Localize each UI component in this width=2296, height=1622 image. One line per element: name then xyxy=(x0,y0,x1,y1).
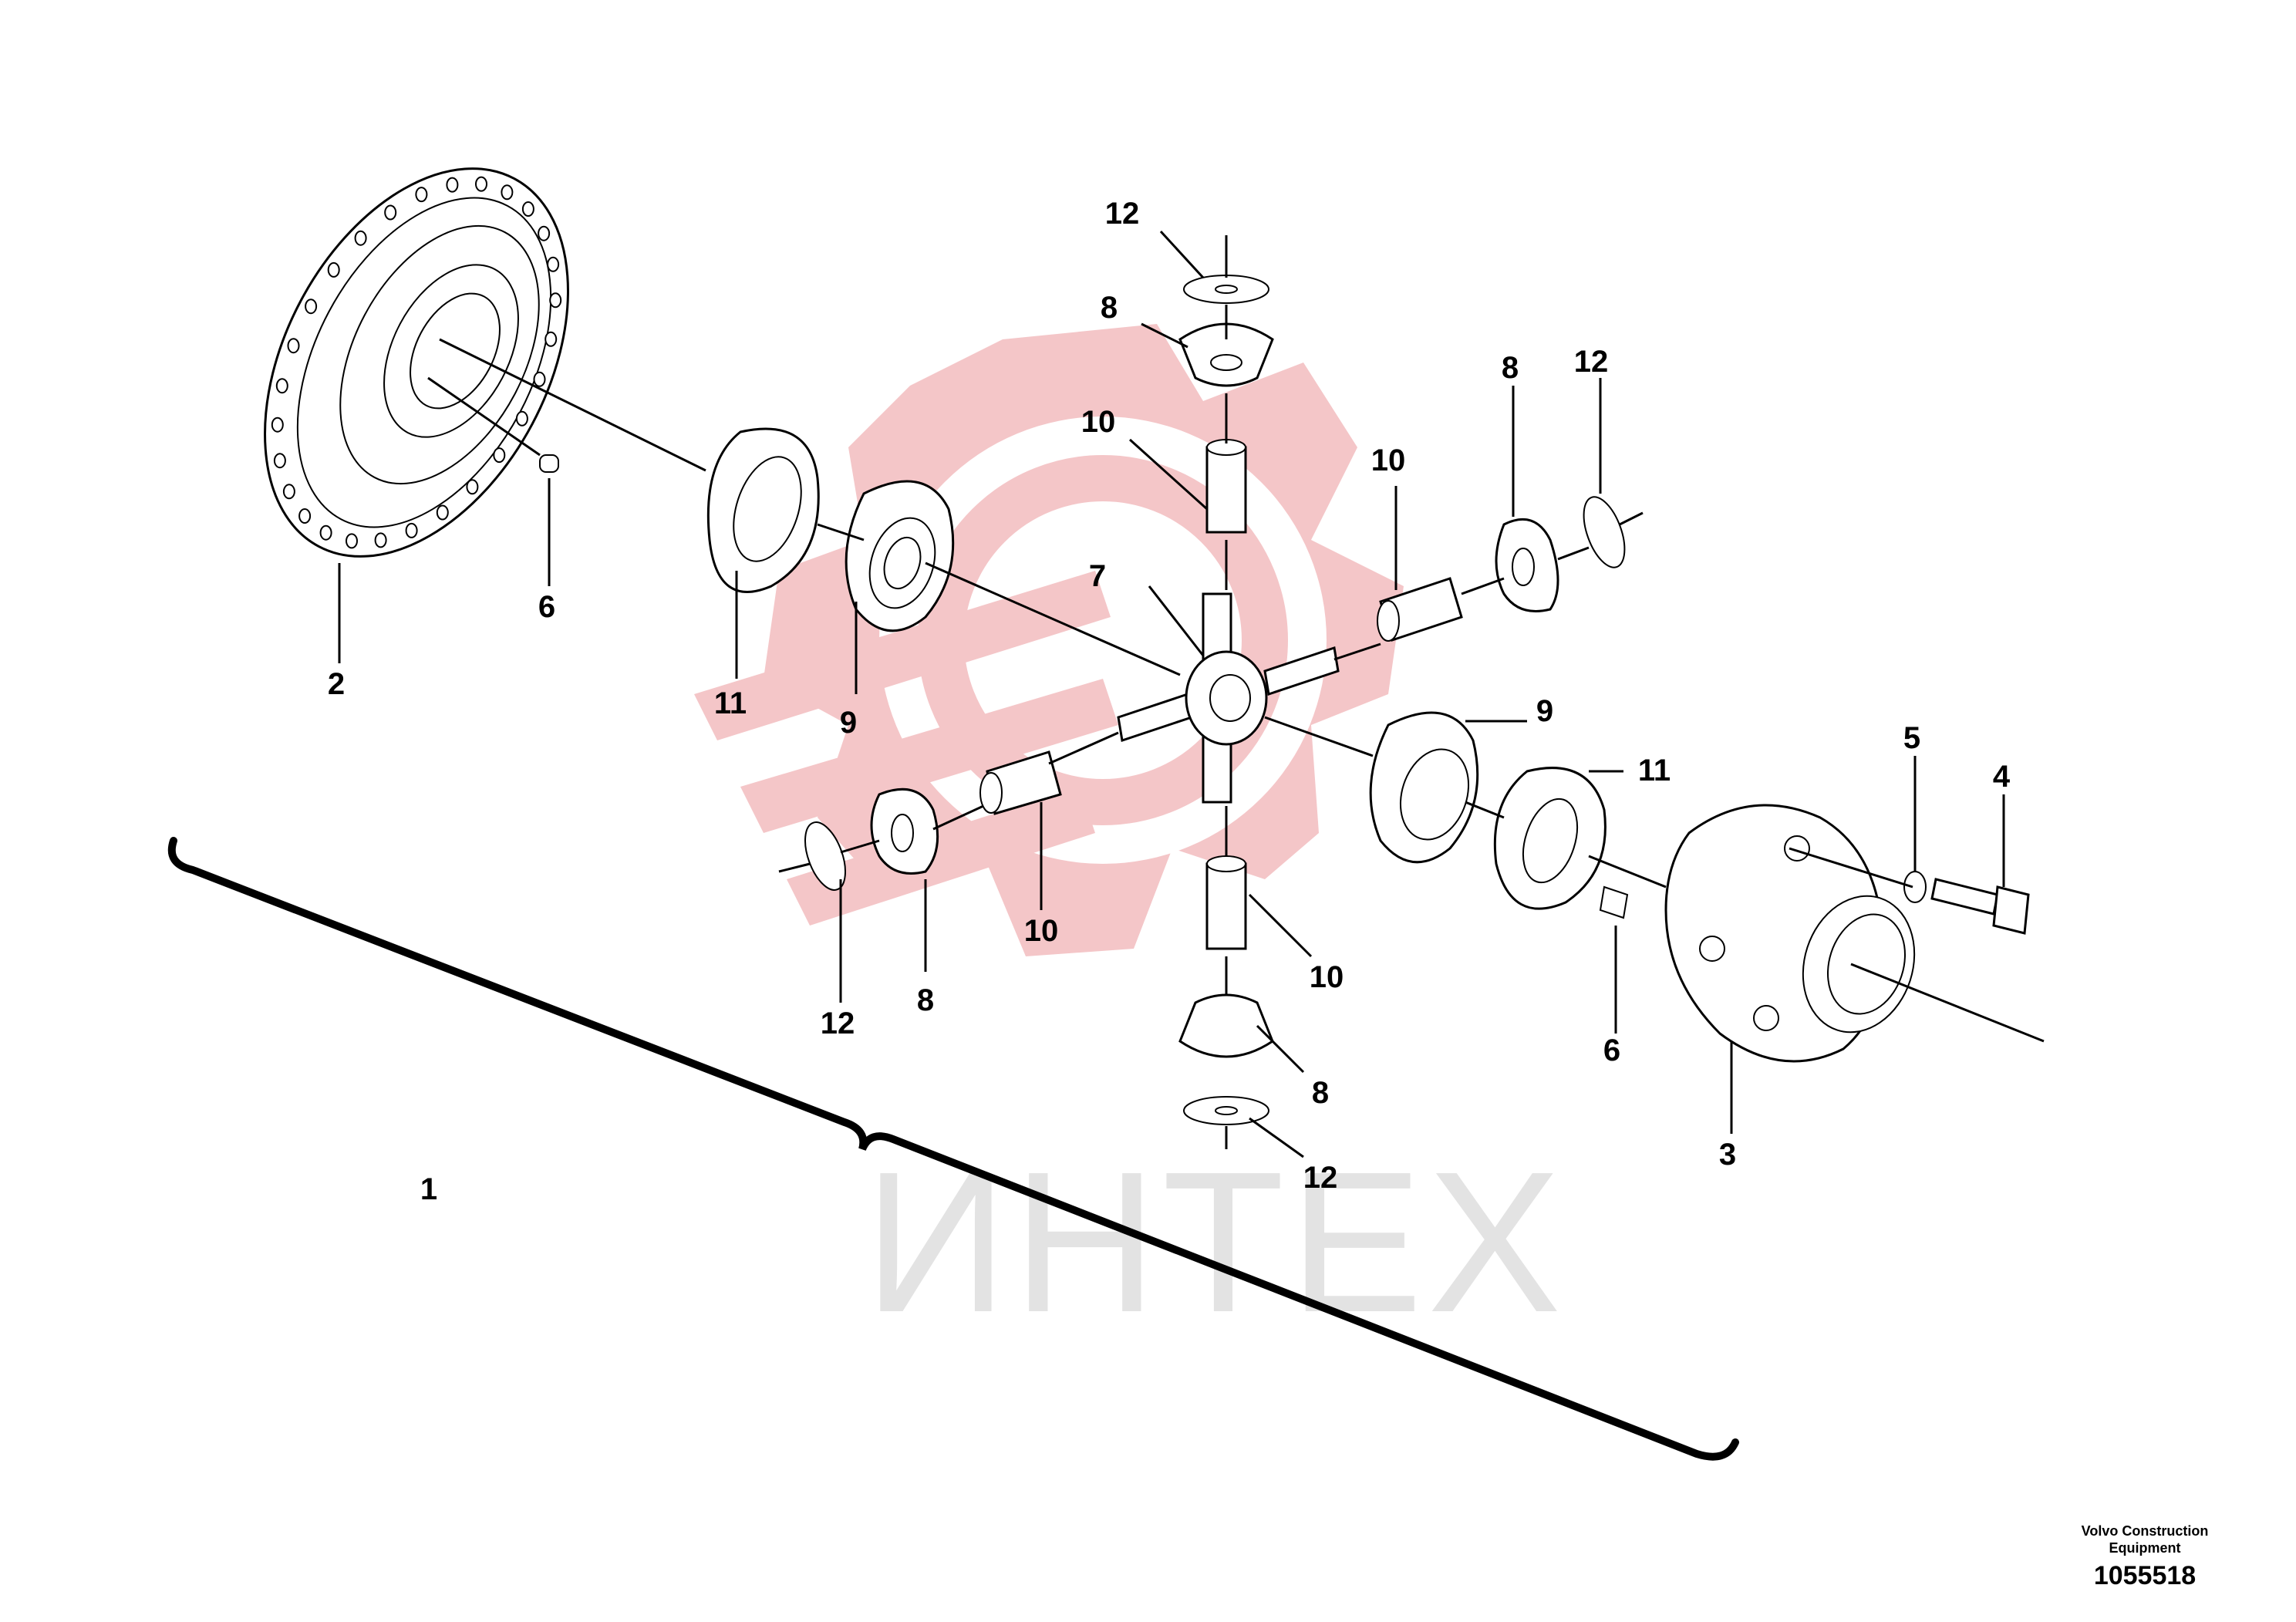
callout-1: 1 xyxy=(420,1172,437,1206)
ring-bolt-hole xyxy=(287,338,300,354)
part-pinion-gear-right xyxy=(1495,518,1559,612)
callout-10-top: 10 xyxy=(1081,405,1116,439)
part-bushing-left xyxy=(979,750,1062,815)
ring-bolt-hole xyxy=(298,508,312,524)
part-bushing-right xyxy=(1377,577,1463,642)
callout-12-right: 12 xyxy=(1574,345,1609,379)
ring-bolt-hole xyxy=(547,256,560,272)
part-washer xyxy=(1903,871,1927,903)
ring-bolt-hole xyxy=(354,230,367,246)
callout-2: 2 xyxy=(328,667,345,701)
part-shim-bottom xyxy=(1183,1096,1269,1125)
part-thrust-washer-right xyxy=(1493,767,1607,910)
ring-bolt-hole xyxy=(544,331,558,347)
callout-11-right: 11 xyxy=(1638,754,1671,787)
callout-10-left: 10 xyxy=(1024,914,1059,948)
callout-8-right: 8 xyxy=(1502,351,1519,385)
ring-bolt-hole xyxy=(521,201,534,217)
part-spider-cross xyxy=(1117,592,1340,804)
callout-5: 5 xyxy=(1903,721,1920,755)
callout-11-left: 11 xyxy=(714,686,747,720)
callout-12-left: 12 xyxy=(821,1007,855,1040)
part-pin-left xyxy=(539,454,559,473)
part-bushing-top xyxy=(1205,439,1247,534)
callout-10-bottom: 10 xyxy=(1310,960,1344,994)
ring-bolt-hole xyxy=(275,378,288,394)
part-pinion-gear-left xyxy=(870,787,939,875)
part-side-gear-left xyxy=(845,480,955,632)
ring-bolt-hole xyxy=(271,416,284,433)
callout-12-top: 12 xyxy=(1105,197,1140,231)
brand-label: Volvo Construction Equipment xyxy=(2081,1523,2209,1556)
part-bushing-bottom xyxy=(1205,855,1247,950)
part-side-gear-right xyxy=(1369,711,1479,864)
callout-3: 3 xyxy=(1719,1138,1736,1172)
ring-bolt-hole xyxy=(538,225,551,241)
callout-6-left: 6 xyxy=(538,590,555,624)
ring-bolt-hole xyxy=(466,479,479,495)
callout-8-top: 8 xyxy=(1101,291,1118,325)
ring-bolt-hole xyxy=(327,261,340,278)
part-pin-right xyxy=(1599,885,1629,919)
callout-9-left: 9 xyxy=(840,706,857,740)
ring-bolt-hole xyxy=(374,532,387,548)
watermark-gear-logo xyxy=(694,324,1404,956)
ring-bolt-hole xyxy=(282,484,295,500)
ring-bolt-hole xyxy=(533,371,546,387)
ring-bolt-hole xyxy=(405,522,418,538)
drawing-footer: Volvo Construction Equipment 1055518 xyxy=(2060,1523,2230,1591)
drawing-number: 1055518 xyxy=(2093,1561,2197,1590)
ring-bolt-hole xyxy=(549,292,562,309)
ring-bolt-hole xyxy=(273,453,286,469)
ring-bolt-hole xyxy=(501,184,514,201)
part-shim-left xyxy=(804,821,846,891)
callout-6-right: 6 xyxy=(1603,1034,1620,1067)
callout-12-bottom: 12 xyxy=(1303,1161,1338,1195)
ring-bolt-hole xyxy=(384,204,397,221)
callout-7: 7 xyxy=(1089,559,1106,593)
callout-leader-lines xyxy=(338,230,2005,1158)
ring-bolt-hole xyxy=(415,187,428,203)
ring-bolt-hole xyxy=(475,176,487,192)
assembly-axis-lines xyxy=(427,235,2045,1149)
ring-bolt-hole xyxy=(305,298,318,315)
part-ring-gear xyxy=(264,167,569,558)
callout-4: 4 xyxy=(1993,760,2011,794)
callout-8-bottom: 8 xyxy=(1312,1076,1329,1110)
ring-bolt-hole xyxy=(493,447,506,464)
ring-bolt-hole xyxy=(446,177,459,193)
ring-bolt-hole xyxy=(436,504,449,521)
ring-bolt-hole xyxy=(515,410,528,427)
callout-labels: 1 2 3 4 5 6 6 7 8 8 8 8 9 9 10 10 10 10 … xyxy=(328,197,2011,1206)
part-bolt xyxy=(1930,878,2030,935)
part-shim-top xyxy=(1183,275,1269,304)
watermark-text: ИНТЕХ xyxy=(864,1131,1566,1354)
ring-bolt-hole xyxy=(319,524,332,541)
part-pinion-gear-top xyxy=(1178,322,1274,387)
callout-10-right: 10 xyxy=(1371,443,1406,477)
callout-8-left: 8 xyxy=(917,983,934,1017)
part-differential-housing xyxy=(1664,804,1916,1063)
part-thrust-washer-left xyxy=(706,427,820,593)
part-shim-right xyxy=(1583,496,1626,568)
callout-9-right: 9 xyxy=(1536,694,1553,728)
assembly-brace xyxy=(167,837,1739,1461)
ring-bolt-hole xyxy=(346,533,358,549)
